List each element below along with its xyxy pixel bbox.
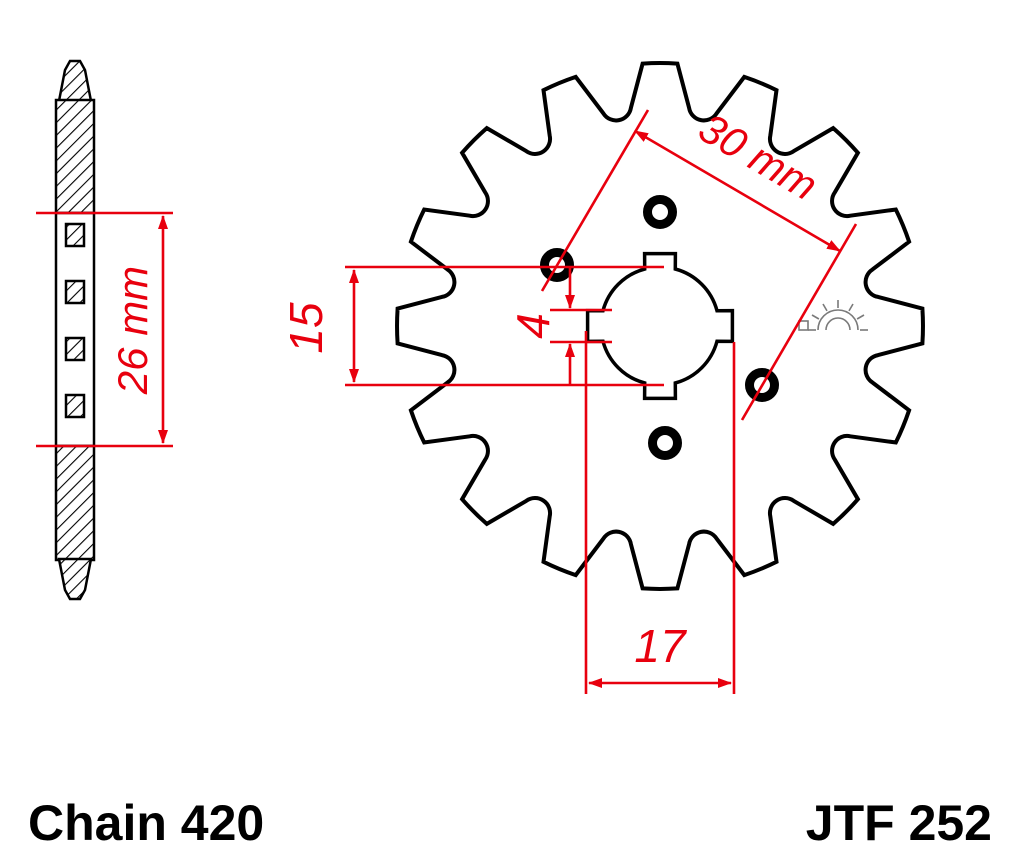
dimension-label-hub-width: 26 mm (109, 266, 156, 395)
front-view (395, 61, 925, 591)
sun-watermark-icon (808, 300, 868, 331)
dimension-label-bore: 17 (634, 620, 687, 672)
dimension-spline-inner: 15 (280, 265, 664, 387)
side-view (54, 59, 96, 601)
watermark (798, 300, 868, 331)
side-view-spline-block (64, 393, 86, 419)
dimension-spline-groove: 4 (507, 268, 612, 384)
side-view-spline-block (64, 222, 86, 248)
dimension-label-spline-groove: 4 (507, 313, 559, 339)
side-view-top-tooth (57, 59, 93, 103)
bolt-hole (648, 426, 682, 460)
square-watermark-icon (798, 320, 809, 331)
dimension-line (634, 129, 841, 253)
bolt-hole (643, 195, 677, 229)
model-number-label: JTF 252 (806, 795, 992, 851)
side-view-spline-block (64, 336, 86, 362)
dimension-hub-width: 26 mm (36, 211, 173, 448)
side-view-lower-body (54, 444, 96, 562)
side-view-spline-block (64, 279, 86, 305)
dimension-label-spline-inner: 15 (280, 302, 332, 354)
extension-line (740, 223, 858, 421)
spline-hole (585, 251, 735, 401)
side-view-upper-body (54, 98, 96, 215)
chain-type-label: Chain 420 (28, 795, 264, 851)
side-view-bottom-tooth (57, 557, 93, 601)
extension-line (540, 109, 650, 292)
dimension-bore: 17 (584, 331, 736, 694)
